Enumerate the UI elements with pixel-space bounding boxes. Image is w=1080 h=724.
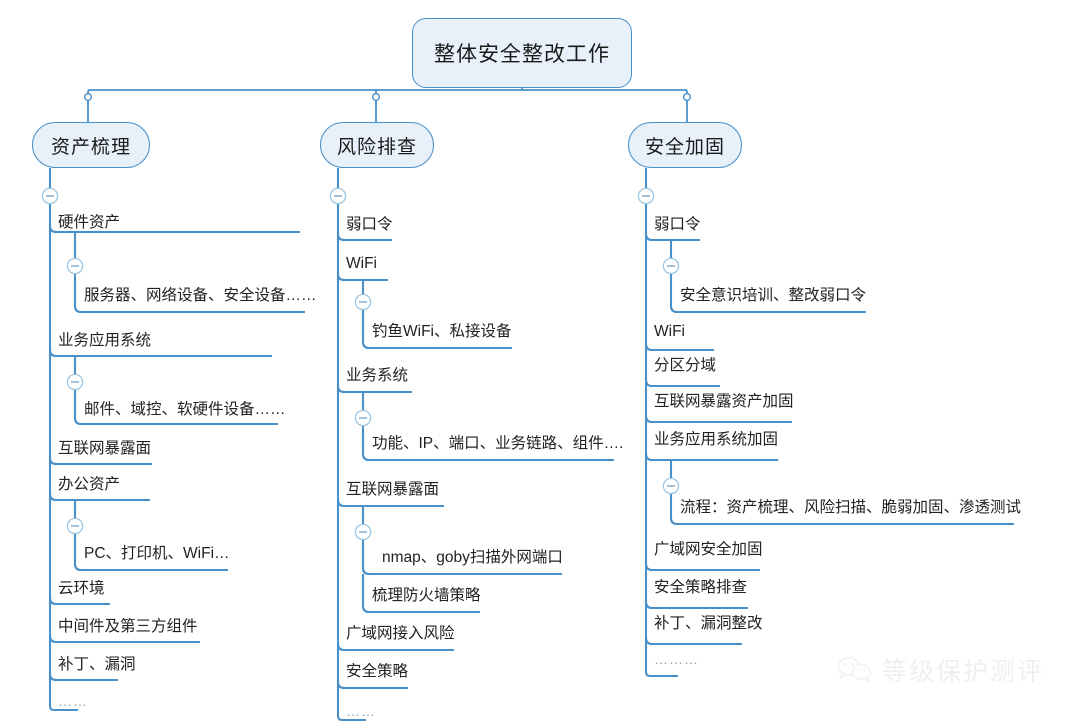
subtopic-label[interactable]: 梳理防火墙策略 (372, 587, 481, 604)
topic-label[interactable]: 互联网暴露面 (346, 481, 440, 498)
topic-label[interactable]: 分区分域 (654, 357, 717, 374)
collapse-toggles-1[interactable] (329, 187, 372, 541)
collapse-toggles-0[interactable] (41, 187, 84, 535)
subtopic-label[interactable]: 服务器、网络设备、安全设备…… (84, 287, 317, 304)
branch-lines-2 (644, 168, 792, 678)
bus-junction-dots (83, 92, 692, 102)
topic-label[interactable]: 安全策略 (346, 663, 409, 680)
topic-label[interactable]: 弱口令 (346, 216, 393, 233)
topic-label[interactable]: 硬件资产 (58, 214, 121, 231)
subtopic-label[interactable]: 钓鱼WiFi、私接设备 (372, 323, 512, 340)
topic-label[interactable]: 云环境 (58, 580, 105, 597)
collapse-toggle (66, 373, 84, 391)
branch-node-security-hardening[interactable]: 安全加固 (628, 122, 742, 168)
subtopic-label[interactable]: PC、打印机、WiFi… (84, 545, 230, 562)
topic-label[interactable]: 互联网暴露资产加固 (654, 393, 794, 410)
topic-label[interactable]: 业务系统 (346, 367, 409, 384)
topic-label[interactable]: WiFi (346, 255, 377, 272)
collapse-toggle (329, 187, 347, 205)
topic-label[interactable]: 安全策略排查 (654, 579, 748, 596)
subtopic-label[interactable]: 流程：资产梳理、风险扫描、脆弱加固、渗透测试 (680, 499, 1022, 516)
topic-label[interactable]: 广域网接入风险 (346, 625, 455, 642)
watermark-label: 等级保护测评 (882, 657, 1045, 686)
subtopic-label[interactable]: 功能、IP、端口、业务链路、组件…. (372, 435, 624, 452)
topic-label[interactable]: 弱口令 (654, 216, 701, 233)
topic-label-ellipsis[interactable]: ……… (654, 651, 699, 667)
topic-label[interactable]: 业务应用系统 (58, 332, 152, 349)
topic-label[interactable]: 补丁、漏洞整改 (654, 615, 763, 632)
topic-label[interactable]: 互联网暴露面 (58, 440, 152, 457)
watermark: 等级保护测评 (836, 652, 1044, 688)
root-node[interactable]: 整体安全整改工作 (412, 18, 632, 88)
topic-label[interactable]: 广域网安全加固 (654, 541, 763, 558)
collapse-toggle (637, 187, 655, 205)
topic-label[interactable]: 业务应用系统加固 (654, 431, 779, 448)
bus-junction-dot (371, 92, 381, 102)
branch-lines-1 (336, 168, 454, 722)
sub-branch-lines-2 (669, 240, 1014, 526)
topic-label[interactable]: 中间件及第三方组件 (58, 618, 198, 635)
wechat-icon (836, 655, 874, 685)
collapse-toggle (662, 477, 680, 495)
collapse-toggles-2[interactable] (637, 187, 680, 495)
topic-label-ellipsis[interactable]: …… (346, 703, 376, 719)
topic-label-ellipsis[interactable]: …… (58, 693, 88, 709)
bus-junction-dot (83, 92, 93, 102)
collapse-toggle (354, 523, 372, 541)
root-connector (87, 88, 688, 122)
subtopic-label[interactable]: nmap、goby扫描外网端口 (382, 549, 563, 566)
topic-label[interactable]: WiFi (654, 323, 685, 340)
subtopic-label[interactable]: 安全意识培训、整改弱口令 (680, 287, 867, 304)
subtopic-label[interactable]: 邮件、域控、软硬件设备…… (84, 401, 286, 418)
bus-junction-dot (682, 92, 692, 102)
sub-branch-lines-0 (73, 232, 305, 572)
topic-label[interactable]: 补丁、漏洞 (58, 656, 136, 673)
collapse-toggle (41, 187, 59, 205)
collapse-toggle (66, 517, 84, 535)
collapse-toggle (662, 257, 680, 275)
collapse-toggle (354, 409, 372, 427)
topic-label[interactable]: 办公资产 (58, 476, 121, 493)
sub-branch-lines-1 (361, 280, 614, 614)
branch-lines-0 (48, 168, 300, 712)
collapse-toggle (354, 293, 372, 311)
branch-node-asset-inventory[interactable]: 资产梳理 (32, 122, 150, 168)
collapse-toggle (66, 257, 84, 275)
branch-node-risk-investigation[interactable]: 风险排查 (320, 122, 434, 168)
